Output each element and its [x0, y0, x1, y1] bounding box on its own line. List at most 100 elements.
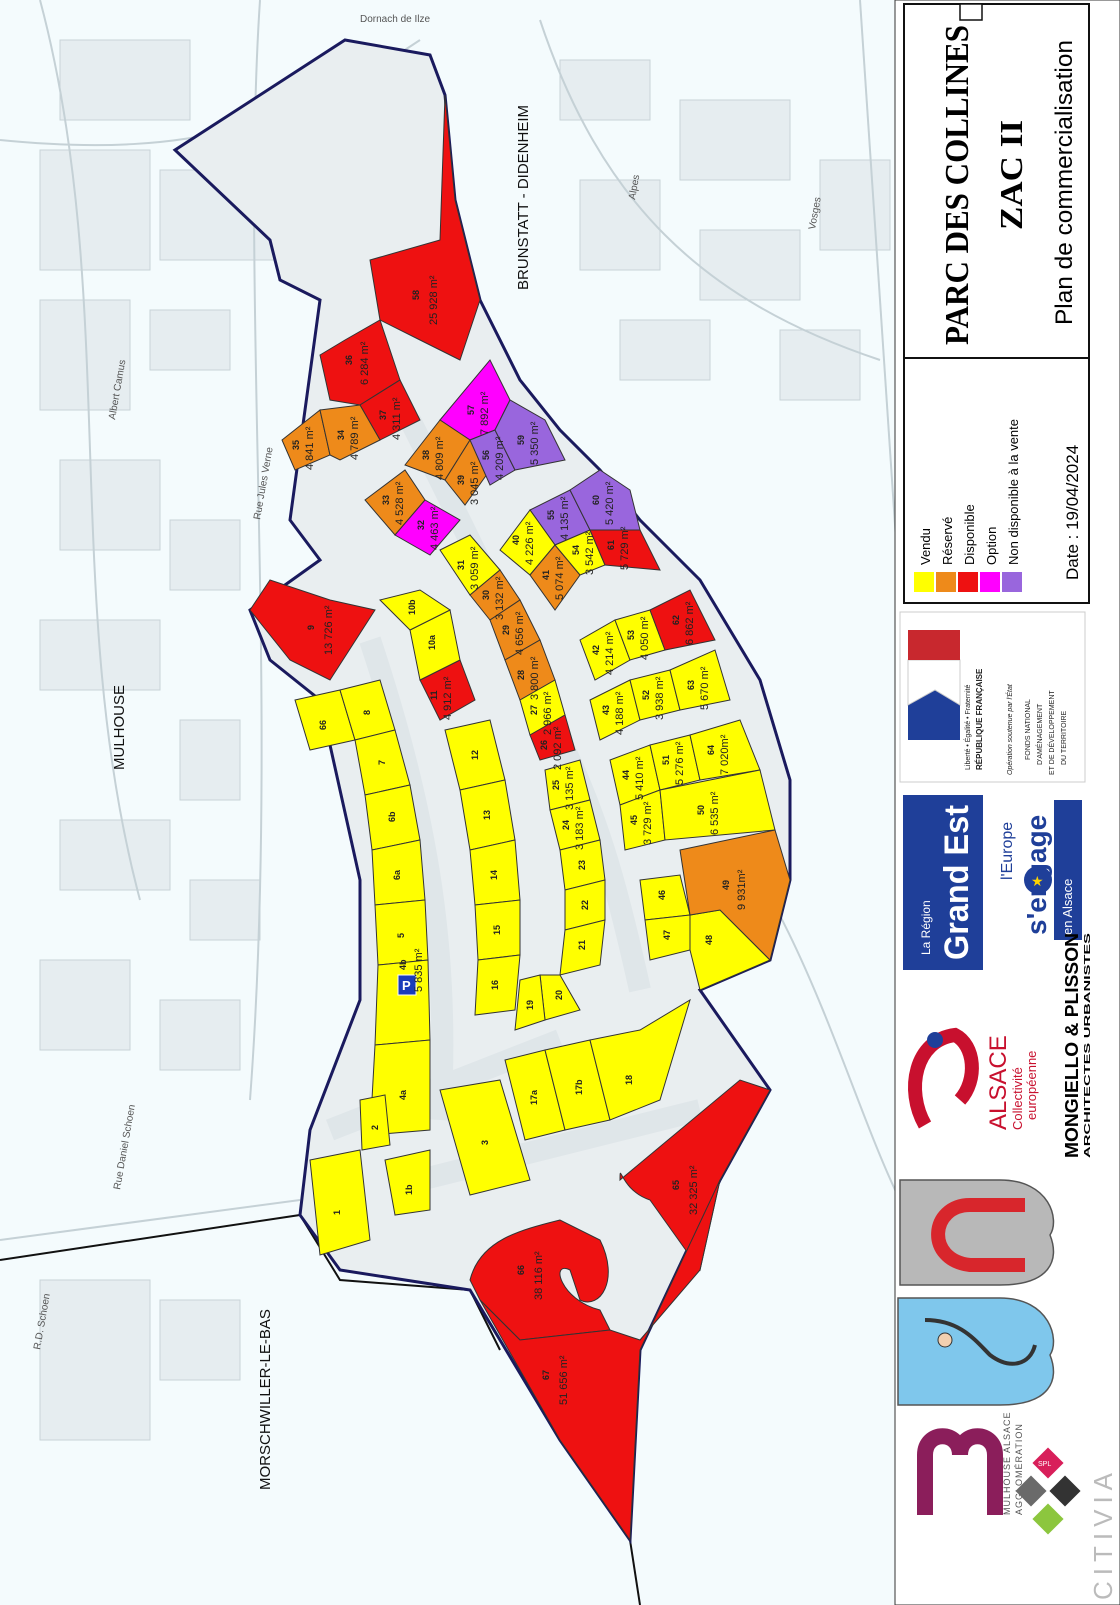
- europe-label-1: l'Europe: [999, 822, 1016, 880]
- lot-label-36: 36: [344, 355, 354, 365]
- street-dornach: Dornach de Ilze: [360, 14, 430, 25]
- lot-label-54: 54: [571, 545, 581, 555]
- lot-67[interactable]: [479, 1179, 721, 1542]
- lot-area-39: 3 045 m²: [469, 461, 481, 505]
- lots: [249, 94, 791, 1542]
- lot-label-12: 12: [470, 750, 480, 760]
- lot-61[interactable]: [589, 529, 661, 571]
- lot-3[interactable]: [439, 1079, 531, 1196]
- legend-swatch-option: [980, 572, 1000, 592]
- lot-label-6a: 6a: [392, 869, 402, 880]
- legend-label-option: Option: [984, 527, 999, 565]
- lot-area-30: 3 132 m²: [494, 576, 506, 620]
- lot-label-66-small: 66: [318, 720, 328, 730]
- street-alpes: Alpes: [627, 174, 642, 201]
- lot-label-62: 62: [671, 615, 681, 625]
- lot-label-13: 13: [482, 810, 492, 820]
- m2a-label-1: MULHOUSE ALSACE: [1002, 1411, 1012, 1515]
- lot-59[interactable]: [494, 399, 566, 471]
- lot-66-large[interactable]: [469, 1219, 611, 1341]
- lot-label-4b: 4b: [398, 959, 408, 970]
- lot-area-52: 3 938 m²: [654, 676, 666, 720]
- mermaid-shield-icon: [897, 1297, 1055, 1406]
- legend-block: [903, 357, 1090, 604]
- lot-label-58: 58: [411, 290, 421, 300]
- alsace-label-1: ALSACE: [985, 1035, 1012, 1130]
- lot-58[interactable]: [369, 94, 481, 361]
- lot-label-47: 47: [662, 930, 672, 940]
- lot-label-26: 26: [539, 740, 549, 750]
- lot-label-3: 3: [480, 1140, 490, 1145]
- lot-2[interactable]: [359, 1094, 391, 1151]
- parking-sign: [397, 974, 417, 996]
- lot-label-42: 42: [591, 645, 601, 655]
- alsace-logo: [903, 985, 1083, 1160]
- europe-label-3: en Alsace: [1060, 879, 1075, 935]
- lot-label-59: 59: [516, 435, 526, 445]
- lot-area-25: 3 135 m²: [564, 766, 576, 810]
- label-mulhouse: MULHOUSE: [111, 685, 128, 770]
- lot-32[interactable]: [394, 499, 461, 556]
- title-block: [903, 3, 1090, 359]
- lot-label-61: 61: [606, 540, 616, 550]
- lot-label-46: 46: [657, 890, 667, 900]
- title-main: PARC DES COLLINES: [939, 25, 976, 345]
- lot-9[interactable]: [249, 579, 376, 681]
- lot-area-38: 4 809 m²: [434, 436, 446, 480]
- lot-label-23: 23: [577, 860, 587, 870]
- lot-label-9: 9: [306, 625, 316, 630]
- lot-label-34: 34: [336, 430, 346, 440]
- lot-area-45: 3 729 m²: [642, 801, 654, 845]
- lot-label-63: 63: [686, 680, 696, 690]
- fnadt-3: ET DE DÉVELOPPEMENT: [1047, 690, 1056, 775]
- lot-area-37: 4 311 m²: [391, 397, 403, 440]
- lot-1b[interactable]: [384, 1149, 431, 1216]
- lot-label-33: 33: [381, 495, 391, 505]
- citivia-label: CITIVIA: [1088, 1467, 1118, 1600]
- lot-26[interactable]: [529, 714, 576, 761]
- lot-area-61: 5 729 m²: [619, 526, 631, 570]
- spl-label: SPL: [1038, 1461, 1051, 1468]
- spl-diamond-1: [1032, 1447, 1064, 1479]
- lot-label-44: 44: [621, 770, 631, 780]
- lot-60[interactable]: [569, 469, 641, 531]
- lot-label-35: 35: [291, 440, 301, 450]
- lot-18[interactable]: [589, 998, 691, 1121]
- lot-area-54: 3 542 m²: [584, 531, 596, 575]
- lot-label-29: 29: [501, 625, 511, 635]
- lot-label-50: 50: [696, 805, 706, 815]
- lot-label-1b: 1b: [404, 1184, 414, 1195]
- lot-34[interactable]: [319, 404, 381, 461]
- lot-49[interactable]: [679, 829, 791, 961]
- lot-label-15: 15: [492, 925, 502, 935]
- lot-65[interactable]: [619, 1079, 771, 1272]
- lot-21[interactable]: [559, 919, 606, 976]
- lot-label-57: 57: [466, 405, 476, 415]
- lot-16[interactable]: [474, 954, 521, 1016]
- marianne-profile-icon: [907, 659, 961, 706]
- lot-area-41: 5 074 m²: [554, 556, 566, 600]
- spl-diamond-4: [1032, 1503, 1064, 1535]
- lot-10b[interactable]: [379, 589, 451, 631]
- label-brunstatt: BRUNSTATT - DIDENHEIM: [515, 105, 532, 290]
- lot-label-64: 64: [706, 745, 716, 755]
- lot-area-32: 4 463 m²: [429, 506, 441, 550]
- lot-area-34: 4 789 m²: [349, 416, 361, 460]
- europe-star-icon: ★: [1031, 873, 1044, 889]
- lot-area-65: 32 325 m²: [688, 1165, 700, 1215]
- alsace-swirl-icon: [908, 1027, 979, 1129]
- lot-62[interactable]: [649, 589, 716, 651]
- lot-area-42: 4 214 m²: [604, 631, 616, 675]
- legend-date: Date : 19/04/2024: [1063, 445, 1082, 580]
- lot-label-2: 2: [370, 1125, 380, 1130]
- lot-63[interactable]: [669, 649, 731, 711]
- lot-area-57: 7 892 m²: [479, 391, 491, 435]
- lot-area-11: 4 912 m²: [442, 676, 454, 720]
- label-morschwiller: MORSCHWILLER-LE-BAS: [257, 1309, 274, 1490]
- lot-area-55: 4 135 m²: [559, 496, 571, 540]
- alsace-label-2: Collectivité: [1010, 1067, 1025, 1130]
- lot-label-8: 8: [362, 710, 372, 715]
- lot-1[interactable]: [309, 1149, 371, 1256]
- title-desc: Plan de commercialisation: [1051, 40, 1078, 325]
- lot-19[interactable]: [514, 974, 546, 1031]
